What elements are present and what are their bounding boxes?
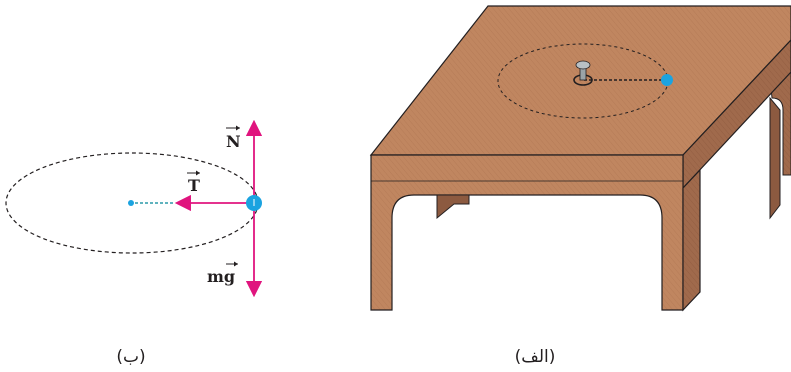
label-tension: T bbox=[187, 170, 200, 195]
caption-a: (الف) bbox=[515, 347, 556, 367]
normal-force-label: N bbox=[226, 132, 241, 151]
tension-force-label: T bbox=[188, 176, 200, 195]
table-front-right-leg-side bbox=[682, 168, 701, 312]
panel-a-table-illustration: (الف) bbox=[369, 5, 791, 367]
vector-arrowhead-n bbox=[236, 125, 240, 131]
caption-b: (ب) bbox=[116, 347, 145, 367]
table-back-right-leg-inner bbox=[769, 96, 781, 220]
vector-arrowhead-t bbox=[196, 170, 200, 176]
pin-head bbox=[575, 60, 591, 70]
path-center-dot bbox=[128, 200, 134, 206]
label-normal: N bbox=[226, 125, 241, 151]
panel-b-free-body-diagram: N T mg (ب) bbox=[5, 119, 263, 367]
table-front-apron bbox=[370, 154, 684, 311]
weight-force-label: mg bbox=[207, 267, 235, 286]
label-weight: mg bbox=[207, 261, 238, 286]
table-back-left-leg bbox=[436, 194, 470, 220]
table-ball bbox=[661, 74, 673, 86]
vector-arrowhead-g bbox=[234, 261, 238, 267]
